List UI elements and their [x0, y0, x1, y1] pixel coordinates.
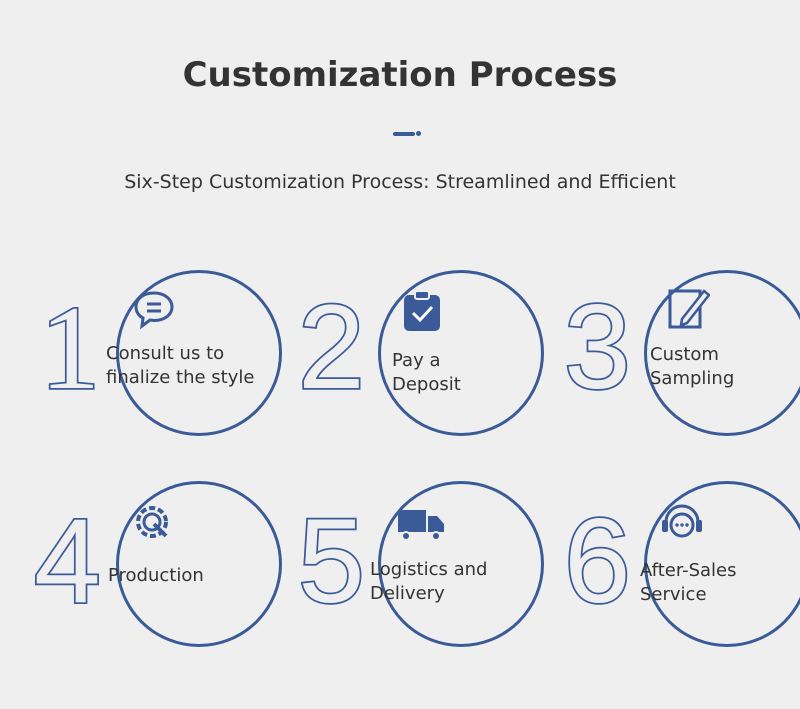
- delivery-truck-icon: [398, 510, 444, 541]
- step-number: 3: [562, 278, 632, 416]
- step-number: 5: [296, 492, 366, 630]
- step-label: Custom Sampling: [650, 344, 735, 389]
- step-circle: [644, 270, 800, 436]
- svg-text:6: 6: [564, 494, 631, 628]
- step-2: 2 Pay a Deposit: [296, 263, 556, 443]
- clipboard-check-icon: [404, 290, 440, 331]
- page-title: Customization Process: [182, 55, 618, 95]
- step-circle: [116, 270, 282, 436]
- step-circle: [644, 481, 800, 647]
- title-divider-dot: [416, 131, 421, 136]
- title-divider: [393, 132, 415, 136]
- step-3: 3 Custom Sampling: [562, 263, 800, 443]
- svg-text:3: 3: [564, 280, 631, 414]
- step-circle: [378, 481, 544, 647]
- step-circle: [378, 270, 544, 436]
- step-circle: [116, 481, 282, 647]
- svg-text:4: 4: [34, 494, 101, 628]
- step-label: Logistics and Delivery: [370, 559, 488, 604]
- step-number: 4: [34, 492, 103, 630]
- step-4: 4 Production: [34, 474, 294, 654]
- page-subtitle: Six-Step Customization Process: Streamli…: [124, 171, 676, 193]
- step-label: Consult us to finalize the style: [106, 343, 255, 388]
- step-number: 6: [562, 492, 632, 630]
- chat-bubble-icon: [134, 291, 174, 330]
- step-label: Pay a Deposit: [392, 350, 461, 395]
- svg-text:2: 2: [298, 280, 365, 414]
- svg-text:1: 1: [40, 281, 100, 414]
- step-label: After-Sales Service: [640, 560, 737, 605]
- svg-text:5: 5: [298, 494, 365, 628]
- step-5: 5 Logistics and Delivery: [296, 474, 556, 654]
- step-label: Production: [108, 565, 204, 586]
- step-number: 1: [38, 279, 102, 416]
- notepad-ruler-icon: [668, 289, 710, 329]
- step-6: 6 After-Sales Service: [562, 474, 800, 654]
- headset-chat-icon: [662, 504, 702, 538]
- step-1: 1 Consult us to finalize the style: [34, 263, 294, 443]
- gear-wrench-icon: [136, 506, 168, 538]
- step-number: 2: [296, 278, 366, 416]
